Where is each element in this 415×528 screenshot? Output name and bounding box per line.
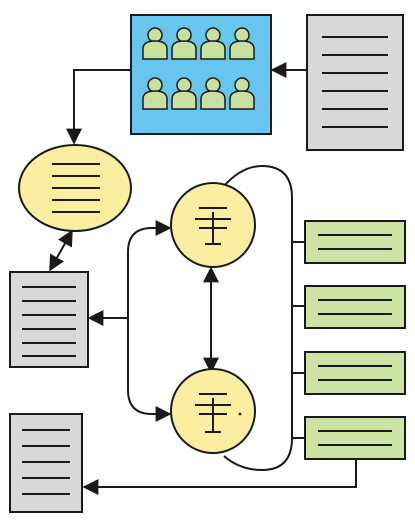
output-document xyxy=(9,413,83,513)
person-icon xyxy=(229,77,255,110)
connector-group-to-oval xyxy=(66,69,131,145)
connector-oval-to-document xyxy=(49,229,73,272)
person-icon xyxy=(171,27,197,60)
circle-top xyxy=(170,182,256,268)
dot-mark xyxy=(238,412,242,416)
circle-symbol xyxy=(195,207,231,245)
person-icon xyxy=(200,77,226,110)
person-icon xyxy=(142,77,168,110)
audience-group xyxy=(130,14,272,135)
green-box-2 xyxy=(304,285,406,329)
oval-topic xyxy=(18,144,132,232)
person-icon xyxy=(200,27,226,60)
connector-circles-loop xyxy=(223,164,293,472)
connector-branch-to-circle-top xyxy=(127,220,172,318)
person-icon xyxy=(142,27,168,60)
circle-symbol xyxy=(195,393,231,433)
person-icon xyxy=(171,77,197,110)
green-box-3 xyxy=(304,351,406,395)
green-box-4 xyxy=(304,416,406,460)
person-icon xyxy=(229,27,255,60)
circle-bottom xyxy=(170,368,256,454)
connector-green-box-to-output xyxy=(82,459,357,495)
middle-document xyxy=(9,271,89,368)
green-box-1 xyxy=(304,220,406,264)
source-document xyxy=(306,14,404,151)
connector-branch-to-circle-bottom xyxy=(127,318,172,422)
